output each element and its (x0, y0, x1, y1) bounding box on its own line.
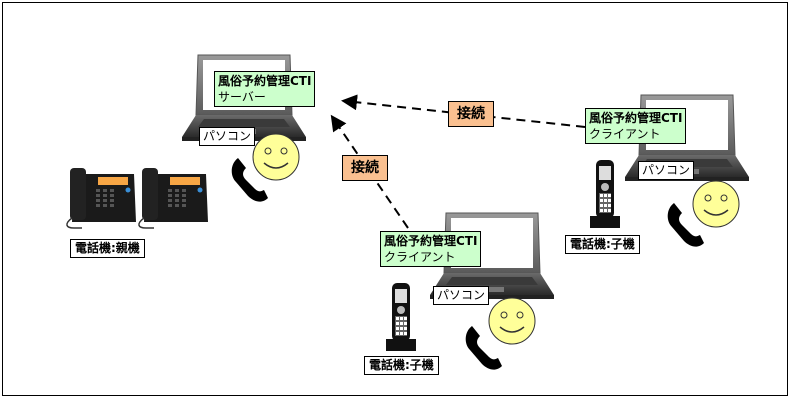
client-bottom-cordless-phone-icon (386, 283, 416, 351)
base-phone-2-icon (138, 167, 209, 229)
diagram-frame (2, 2, 788, 396)
server-role: サーバー (218, 90, 266, 104)
base-phone-1-icon (66, 167, 137, 229)
connection-label-right: 接続 (448, 101, 494, 127)
client-bottom-device-label: パソコン (433, 286, 490, 305)
client-bottom-phone-label: 電話機:子機 (364, 356, 439, 375)
client-right-user-smiley-icon (692, 180, 740, 228)
server-app-label: 風俗予約管理CTI サーバー (214, 71, 316, 107)
client-bottom-role: クライアント (384, 250, 456, 264)
server-user-smiley-icon (252, 133, 300, 181)
client-right-role: クライアント (589, 127, 661, 141)
client-right-app-name: 風俗予約管理CTI (589, 111, 683, 125)
base-phone-label: 電話機:親機 (70, 239, 145, 258)
client-bottom-app-label: 風俗予約管理CTI クライアント (380, 231, 482, 267)
server-app-name: 風俗予約管理CTI (218, 74, 312, 88)
client-right-device-label: パソコン (638, 161, 695, 180)
client-right-phone-label: 電話機:子機 (565, 235, 640, 254)
server-device-label: パソコン (199, 127, 256, 146)
connection-label-bottom: 接続 (342, 155, 388, 181)
client-bottom-app-name: 風俗予約管理CTI (384, 234, 478, 248)
client-right-cordless-phone-icon (590, 160, 620, 228)
client-right-app-label: 風俗予約管理CTI クライアント (585, 108, 687, 144)
client-bottom-user-smiley-icon (488, 297, 536, 345)
